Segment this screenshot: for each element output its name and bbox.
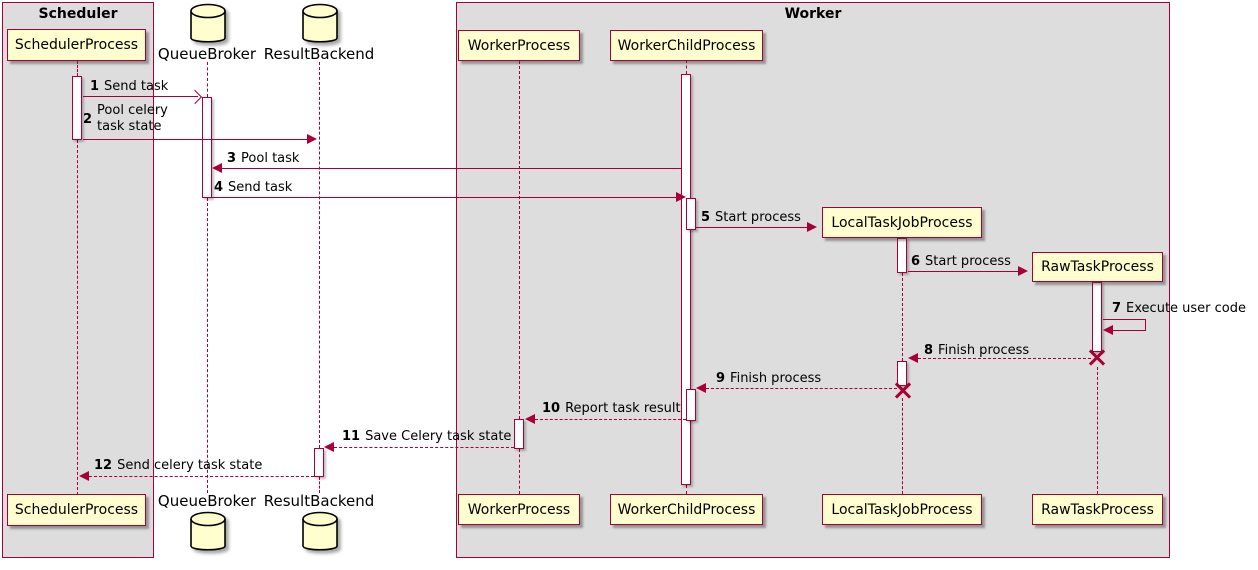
result-backend-database-icon <box>302 3 338 43</box>
message-3-line <box>222 168 681 169</box>
message-4-line <box>212 197 676 198</box>
message-8-arrowhead-icon <box>908 353 918 363</box>
result-backend-label-top: ResultBackend <box>263 45 375 63</box>
message-1-line <box>83 96 198 97</box>
result-backend-database-icon <box>302 511 338 551</box>
message-9-line <box>706 388 897 389</box>
result-backend-label-bottom: ResultBackend <box>263 492 375 510</box>
scheduler-frame-title: Scheduler <box>38 6 118 22</box>
queue-broker-label-bottom: QueueBroker <box>157 492 257 510</box>
local-task-job-process-activation <box>897 238 907 273</box>
participant-worker-child-process-bottom: WorkerChildProcess <box>610 494 763 525</box>
message-2-arrowhead-icon <box>307 134 317 144</box>
message-10-arrowhead-icon <box>525 414 535 424</box>
message-7-arrowhead-icon <box>1103 325 1113 335</box>
worker-child-process-nested-activation <box>686 198 696 230</box>
message-2-line <box>83 139 307 140</box>
queue-broker-database-icon <box>190 3 226 43</box>
message-6-line <box>908 271 1018 272</box>
message-12-line <box>89 476 314 477</box>
queue-broker-lifeline <box>207 62 208 97</box>
result-backend-lifeline <box>319 477 320 493</box>
worker-process-activation <box>514 419 524 449</box>
message-11-arrowhead-icon <box>324 442 334 452</box>
message-1-arrowhead-icon <box>187 89 203 105</box>
local-task-job-process-destroy-icon <box>893 380 913 400</box>
worker-child-process-activation <box>681 74 691 485</box>
scheduler-process-lifeline <box>77 140 78 495</box>
participant-local-task-job-process-created: LocalTaskJobProcess <box>822 207 982 238</box>
queue-broker-activation <box>202 97 212 198</box>
participant-raw-task-process-bottom: RawTaskProcess <box>1032 494 1163 525</box>
participant-local-task-job-process-bottom: LocalTaskJobProcess <box>822 494 982 525</box>
queue-broker-database-icon <box>190 511 226 551</box>
worker-frame-title: Worker <box>784 6 842 22</box>
worker-child-process-lifeline <box>686 60 687 74</box>
scheduler-process-activation <box>72 76 82 140</box>
message-7-line <box>1103 319 1146 320</box>
message-6-arrowhead-icon <box>1018 266 1028 276</box>
participant-scheduler-process-bottom: SchedulerProcess <box>7 494 146 526</box>
participant-worker-process-bottom: WorkerProcess <box>458 494 580 525</box>
message-7-line <box>1145 319 1146 331</box>
message-10-line <box>535 419 686 420</box>
message-12-arrowhead-icon <box>79 471 89 481</box>
raw-task-process-activation <box>1092 282 1102 352</box>
worker-child-process-nested-activation <box>686 389 696 421</box>
message-11-line <box>334 447 514 448</box>
message-3-arrowhead-icon <box>212 163 222 173</box>
local-task-job-process-lifeline <box>902 398 903 494</box>
result-backend-activation <box>314 448 324 477</box>
raw-task-process-lifeline <box>1097 367 1098 494</box>
raw-task-process-destroy-icon <box>1087 347 1107 367</box>
result-backend-lifeline <box>319 62 320 448</box>
worker-process-lifeline <box>519 449 520 494</box>
message-5-arrowhead-icon <box>807 222 817 232</box>
queue-broker-lifeline <box>207 198 208 493</box>
participant-raw-task-process-created: RawTaskProcess <box>1032 252 1163 282</box>
message-9-arrowhead-icon <box>696 383 706 393</box>
message-8-line <box>918 358 1091 359</box>
worker-child-process-lifeline <box>686 485 687 494</box>
message-4-arrowhead-icon <box>676 192 686 202</box>
participant-worker-child-process-top: WorkerChildProcess <box>610 30 763 61</box>
scheduler-process-lifeline <box>77 61 78 76</box>
message-5-line <box>696 227 807 228</box>
queue-broker-label-top: QueueBroker <box>157 45 257 63</box>
participant-worker-process-top: WorkerProcess <box>458 30 580 61</box>
message-7-line <box>1113 330 1146 331</box>
worker-process-lifeline <box>519 61 520 419</box>
participant-scheduler-process-top: SchedulerProcess <box>7 29 146 61</box>
local-task-job-process-lifeline <box>902 273 903 361</box>
